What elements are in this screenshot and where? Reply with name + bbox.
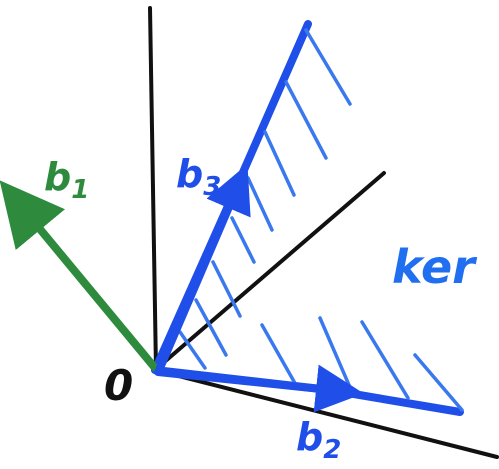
bottom-axis — [153, 368, 499, 459]
origin-label: 0 — [104, 361, 133, 410]
hatch-line — [318, 316, 354, 394]
kernel-label: ker — [392, 240, 478, 294]
hatch-line — [413, 353, 464, 412]
hatch-line — [360, 320, 410, 400]
hatch-line — [246, 176, 274, 232]
b1-label: b1 — [44, 155, 89, 205]
hatch-line — [178, 330, 207, 370]
hatch-line — [284, 80, 328, 160]
hatch-line — [263, 130, 296, 197]
vertical-axis — [148, 6, 158, 372]
hatch-line — [194, 298, 228, 357]
hatch-line — [230, 216, 256, 264]
hatch-line — [304, 28, 352, 106]
diagonal-axis — [153, 171, 386, 372]
hatch-line — [211, 260, 242, 318]
axes — [148, 6, 499, 459]
cone-hatching — [178, 28, 464, 412]
b1-vector-arrow — [0, 180, 159, 372]
hatch-line — [260, 323, 298, 387]
b2-label: b2 — [296, 415, 341, 465]
b3-label: b3 — [176, 152, 221, 202]
b3-vector-arrow — [156, 163, 251, 372]
b2-vector-arrow — [154, 364, 364, 413]
